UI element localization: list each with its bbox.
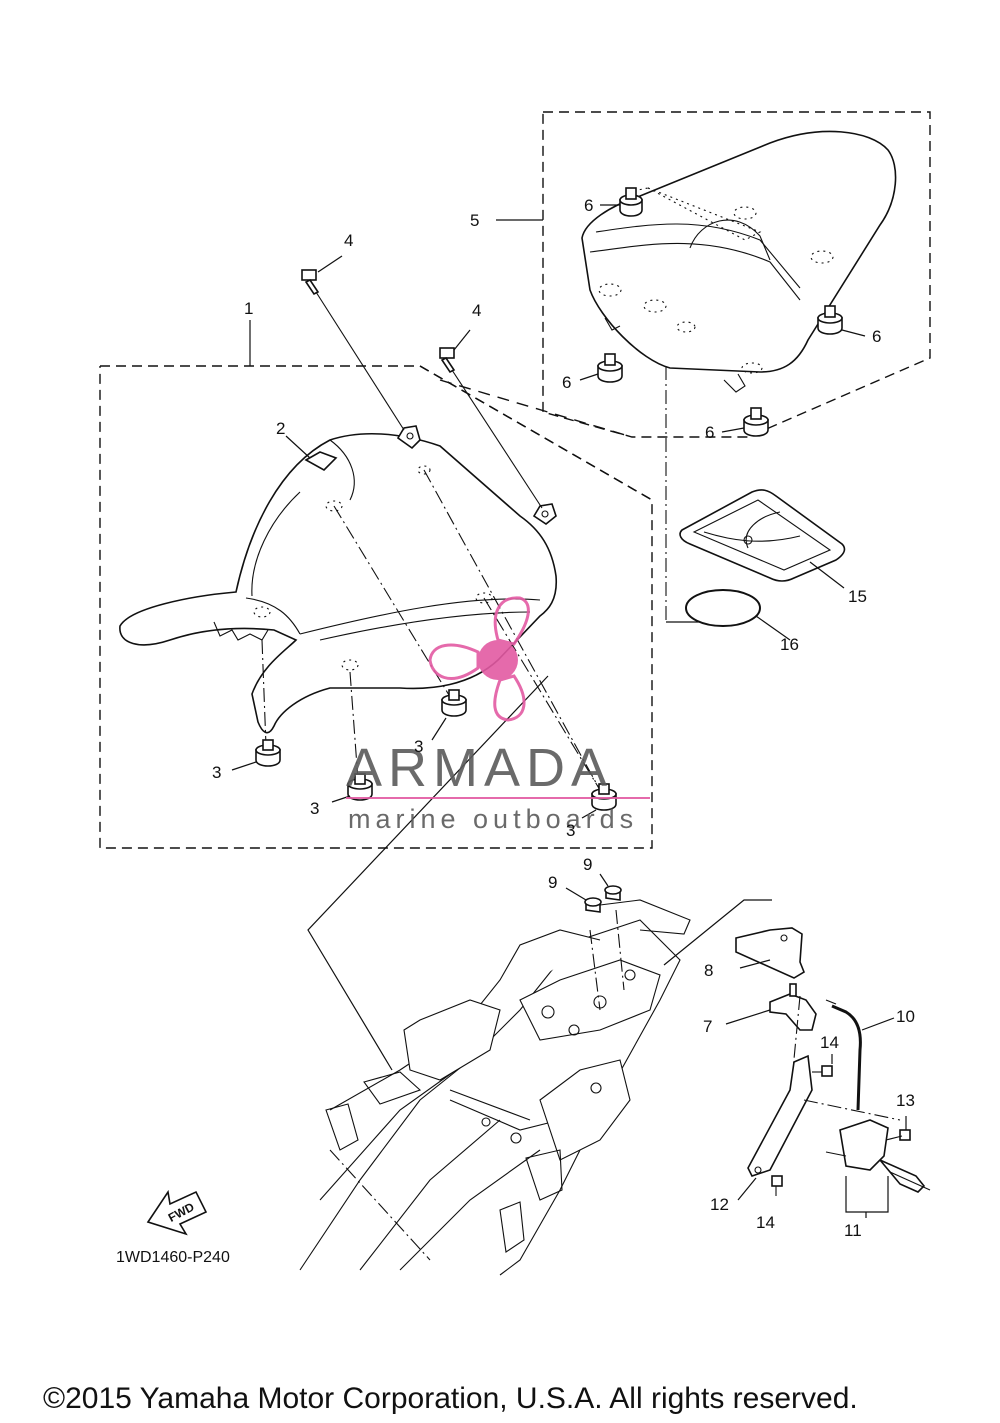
seat-lock-assembly <box>663 899 931 1218</box>
nut-9-b[interactable] <box>599 873 622 901</box>
drawing-code: 1WD1460-P240 <box>116 1249 230 1266</box>
callout-3-b: 3 <box>414 737 423 756</box>
front-seat-group <box>99 255 653 1071</box>
bolt-13[interactable] <box>885 1116 911 1141</box>
callout-3-d: 3 <box>566 821 575 840</box>
callout-9-b: 9 <box>583 855 592 874</box>
lock-11[interactable] <box>825 1119 931 1218</box>
fwd-arrow: FWD <box>146 1189 208 1236</box>
grommet-3-c[interactable] <box>331 773 373 803</box>
grommet-3-a[interactable] <box>231 739 281 771</box>
callout-2: 2 <box>276 419 285 438</box>
grommet-6-a[interactable] <box>619 187 643 217</box>
callout-6-d: 6 <box>705 423 714 442</box>
callout-labels: 1 2 3 3 3 3 4 4 5 6 6 6 6 7 8 9 9 10 11 … <box>212 196 915 1240</box>
callout-10: 10 <box>896 1007 915 1026</box>
callout-6-b: 6 <box>872 327 881 346</box>
callout-4-b: 4 <box>472 301 481 320</box>
watermark-tagline: marine outboards <box>348 804 638 834</box>
band-16[interactable] <box>685 589 791 641</box>
front-seat-part-1[interactable] <box>119 433 558 734</box>
callout-16: 16 <box>780 635 799 654</box>
screw-14-b[interactable] <box>771 1175 783 1196</box>
callout-3-a: 3 <box>212 763 221 782</box>
cable-10[interactable] <box>825 999 895 1111</box>
grommet-3-b[interactable] <box>431 689 467 741</box>
callout-11: 11 <box>844 1221 862 1240</box>
rear-frame[interactable] <box>299 899 691 1276</box>
callout-15: 15 <box>848 587 867 606</box>
callout-1: 1 <box>244 299 253 318</box>
armada-watermark: ARMADA marine outboards <box>346 596 650 834</box>
grommet-6-d[interactable] <box>743 407 769 437</box>
grommet-6-c[interactable] <box>597 353 623 383</box>
callout-5: 5 <box>470 211 479 230</box>
bracket-7[interactable] <box>725 983 817 1031</box>
hook-12[interactable] <box>737 1054 813 1201</box>
callout-7: 7 <box>703 1017 712 1036</box>
rear-seat-group <box>496 111 931 623</box>
bolt-4-b[interactable] <box>439 329 543 509</box>
callout-3-c: 3 <box>310 799 319 818</box>
callout-9-a: 9 <box>548 873 557 892</box>
callout-14-b: 14 <box>756 1213 775 1232</box>
callout-13: 13 <box>896 1091 915 1110</box>
nut-9-a[interactable] <box>565 887 602 913</box>
storage-bag-15[interactable] <box>679 489 846 589</box>
grommet-6-b[interactable] <box>817 305 843 335</box>
copyright-notice: ©2015 Yamaha Motor Corporation, U.S.A. A… <box>43 1382 858 1415</box>
callout-8: 8 <box>704 961 713 980</box>
callout-14-a: 14 <box>820 1033 839 1052</box>
callout-4-a: 4 <box>344 231 353 250</box>
screw-14-a[interactable] <box>812 1054 833 1077</box>
plate-8[interactable] <box>735 927 805 979</box>
bolt-4-a[interactable] <box>301 255 405 431</box>
callout-12: 12 <box>710 1195 729 1214</box>
callout-6-c: 6 <box>562 373 571 392</box>
watermark-brand: ARMADA <box>346 738 613 798</box>
seat-tab-2[interactable] <box>285 435 338 471</box>
callout-6-a: 6 <box>584 196 593 215</box>
